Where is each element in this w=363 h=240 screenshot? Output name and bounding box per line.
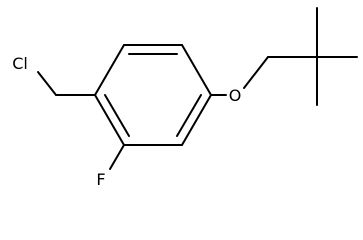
fluoro-group: F — [96, 144, 125, 189]
oxygen-atom-label: O — [229, 86, 242, 105]
ring-double-bond-c1-c2 — [104, 94, 130, 137]
ring-bond-c3-c4 — [181, 94, 212, 146]
chemical-structure-diagram: Cl F O — [12, 7, 358, 189]
chlorine-atom-label: Cl — [12, 54, 28, 73]
bond-o-ch2 — [243, 56, 269, 89]
ring-bond-c1-c2 — [94, 94, 125, 146]
neopentyloxy-group: O — [210, 7, 358, 106]
bond-ch2-cl — [37, 71, 57, 96]
chloromethyl-group: Cl — [12, 54, 96, 96]
benzene-ring — [94, 44, 212, 146]
ring-bond-c6-c1 — [94, 44, 125, 96]
bond-ring-f — [109, 144, 125, 170]
ring-double-bond-c3-c4 — [176, 94, 202, 137]
fluorine-atom-label: F — [96, 170, 105, 189]
ring-bond-c4-c5 — [181, 44, 212, 96]
